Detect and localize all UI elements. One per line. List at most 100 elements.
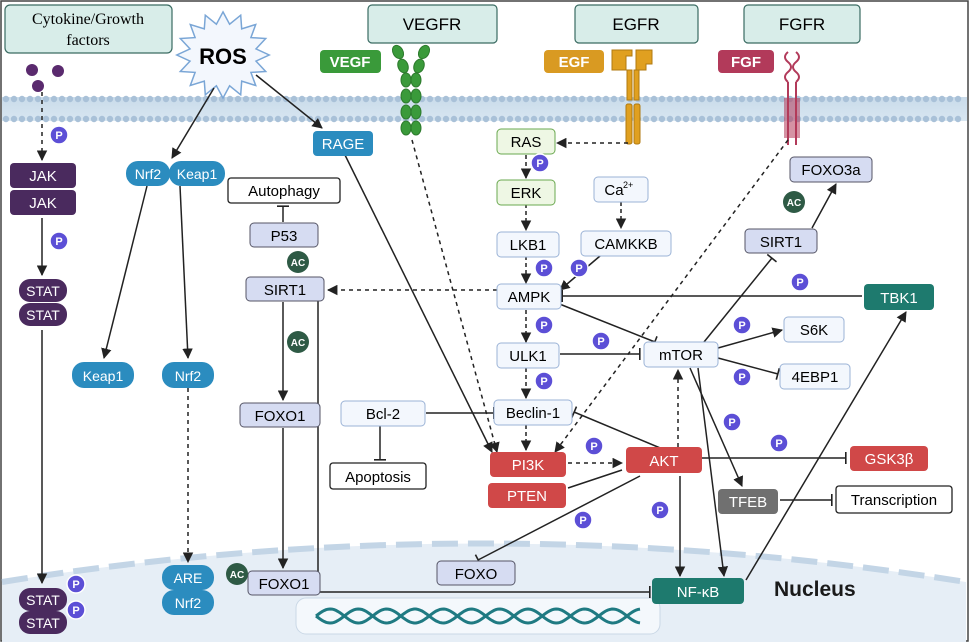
svg-text:P: P [55, 130, 62, 142]
svg-text:2+: 2+ [623, 180, 633, 190]
svg-text:P: P [540, 376, 547, 388]
autophagy-node: Autophagy [227, 177, 341, 204]
svg-text:Nrf2: Nrf2 [135, 166, 162, 182]
svg-text:P: P [579, 515, 586, 527]
svg-text:P: P [796, 277, 803, 289]
ca-node: Ca 2+ [593, 176, 649, 203]
cell-membrane [2, 95, 967, 123]
svg-text:RAGE: RAGE [322, 136, 365, 153]
jak-node-1: JAK [10, 163, 76, 188]
svg-text:VEGF: VEGF [330, 54, 371, 71]
svg-text:ARE: ARE [174, 570, 203, 586]
phospho-badge-16: P [573, 510, 593, 530]
lkb1-node: LKB1 [496, 231, 560, 258]
apoptosis-node: Apoptosis [329, 462, 427, 490]
rage-node: RAGE [313, 131, 373, 156]
svg-text:Keap1: Keap1 [83, 368, 124, 384]
phospho-badge-9: P [591, 331, 611, 351]
svg-text:PI3K: PI3K [512, 457, 545, 474]
stat-node-1: STAT [19, 279, 67, 302]
ros-burst: ROS [175, 10, 271, 100]
nfkb-node: NF-κB [652, 578, 744, 604]
keap1-node: Keap1 [72, 362, 134, 388]
svg-text:FGFR: FGFR [779, 15, 825, 34]
phospho-badge-3: P [66, 600, 86, 620]
svg-text:FOXO1: FOXO1 [255, 408, 306, 425]
svg-text:P: P [575, 263, 582, 275]
nrf2-nuclear-node: Nrf2 [162, 590, 214, 615]
svg-text:P: P [775, 438, 782, 450]
svg-text:FOXO1: FOXO1 [259, 576, 310, 593]
svg-text:factors: factors [66, 32, 110, 49]
svg-text:Beclin-1: Beclin-1 [506, 405, 560, 422]
phospho-badge-7: P [534, 315, 554, 335]
egfr-box: EGFR [574, 4, 699, 44]
svg-text:P: P [540, 320, 547, 332]
svg-text:Ca: Ca [604, 182, 624, 199]
acetyl-badge-18: AC [287, 251, 309, 273]
stat-node-4: STAT [19, 611, 67, 634]
svg-text:Keap1: Keap1 [177, 166, 218, 182]
svg-text:SIRT1: SIRT1 [760, 234, 802, 251]
svg-text:Autophagy: Autophagy [248, 183, 320, 200]
svg-text:STAT: STAT [26, 615, 60, 631]
dna-helix [315, 607, 641, 625]
svg-text:mTOR: mTOR [659, 347, 703, 364]
svg-text:P: P [728, 417, 735, 429]
phospho-badge-0: P [49, 125, 69, 145]
vegf-ligand: VEGF [320, 50, 381, 73]
mtor-node: mTOR [643, 341, 719, 368]
cytokine-particles [26, 64, 64, 92]
svg-text:P53: P53 [271, 228, 298, 245]
svg-text:AMPK: AMPK [508, 289, 551, 306]
sirt1-left-node: SIRT1 [245, 276, 325, 302]
svg-text:AKT: AKT [649, 453, 678, 470]
nucleus-label: Nucleus [774, 578, 856, 601]
akt-node: AKT [626, 447, 702, 473]
svg-text:TBK1: TBK1 [880, 290, 918, 307]
vegfr-box: VEGFR [367, 4, 498, 44]
svg-text:FOXO: FOXO [455, 566, 498, 583]
stat-node-2: STAT [19, 303, 67, 326]
ras-node: RAS [496, 128, 556, 155]
bcl2-node: Bcl-2 [340, 400, 426, 427]
svg-text:SIRT1: SIRT1 [264, 282, 306, 299]
foxo1-node: FOXO1 [239, 402, 321, 428]
svg-text:FOXO3a: FOXO3a [801, 162, 861, 179]
svg-text:STAT: STAT [26, 283, 60, 299]
svg-text:Nrf2: Nrf2 [175, 595, 202, 611]
egf-ligand: EGF [544, 50, 604, 73]
svg-text:4EBP1: 4EBP1 [792, 369, 839, 386]
svg-text:JAK: JAK [29, 195, 57, 212]
nrf2-keap1-complex: Nrf2 Keap1 [126, 161, 225, 186]
pten-node: PTEN [488, 483, 566, 508]
foxo1-nuclear-node: FOXO1 [247, 570, 321, 596]
phospho-badge-5: P [534, 258, 554, 278]
svg-text:P: P [72, 605, 79, 617]
svg-text:JAK: JAK [29, 168, 57, 185]
svg-text:P: P [72, 579, 79, 591]
phospho-badge-13: P [722, 412, 742, 432]
phospho-badge-11: P [732, 315, 752, 335]
svg-text:AC: AC [291, 338, 305, 349]
beclin1-node: Beclin-1 [493, 399, 573, 426]
svg-text:P: P [738, 372, 745, 384]
camkkb-node: CAMKKB [580, 230, 672, 257]
svg-text:P: P [55, 236, 62, 248]
svg-text:AC: AC [230, 570, 244, 581]
svg-text:EGF: EGF [559, 54, 590, 71]
svg-text:GSK3β: GSK3β [865, 451, 914, 468]
svg-text:FGF: FGF [731, 54, 761, 71]
phospho-badge-1: P [49, 231, 69, 251]
tbk1-node: TBK1 [864, 284, 934, 310]
phospho-badge-12: P [732, 367, 752, 387]
svg-text:P: P [536, 158, 543, 170]
phospho-badge-4: P [530, 153, 550, 173]
fgfr-receptor-icon [784, 51, 800, 145]
svg-text:STAT: STAT [26, 307, 60, 323]
nrf2-node: Nrf2 [162, 362, 214, 388]
svg-text:TFEB: TFEB [729, 494, 767, 511]
tfeb-node: TFEB [718, 489, 778, 514]
